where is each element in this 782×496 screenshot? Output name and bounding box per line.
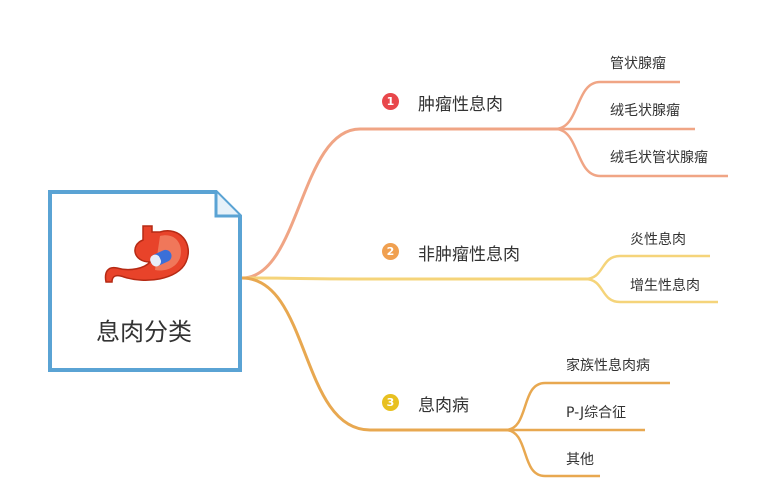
root-box-fold [214,192,240,218]
branch-1-badge: 1 [382,93,399,110]
branch-3-label[interactable]: 息肉病 [418,396,469,416]
leaf-item[interactable]: 家族性息肉病 [566,358,650,374]
branch-2-badge: 2 [382,243,399,260]
leaf-item[interactable]: 管状腺瘤 [610,56,666,72]
leaf-item[interactable]: P-J综合征 [566,405,627,421]
leaf-item[interactable]: 增生性息肉 [630,278,700,294]
leaf-item[interactable]: 其他 [566,452,594,468]
root-title: 息肉分类 [96,318,192,346]
branch-1-label[interactable]: 肿瘤性息肉 [418,95,503,115]
leaf-item[interactable]: 绒毛状管状腺瘤 [610,150,708,166]
branch-3-badge: 3 [382,394,399,411]
leaf-item[interactable]: 炎性息肉 [630,232,686,248]
leaf-item[interactable]: 绒毛状腺瘤 [610,103,680,119]
stomach-icon [104,225,189,283]
branch-2-label[interactable]: 非肿瘤性息肉 [418,245,520,265]
